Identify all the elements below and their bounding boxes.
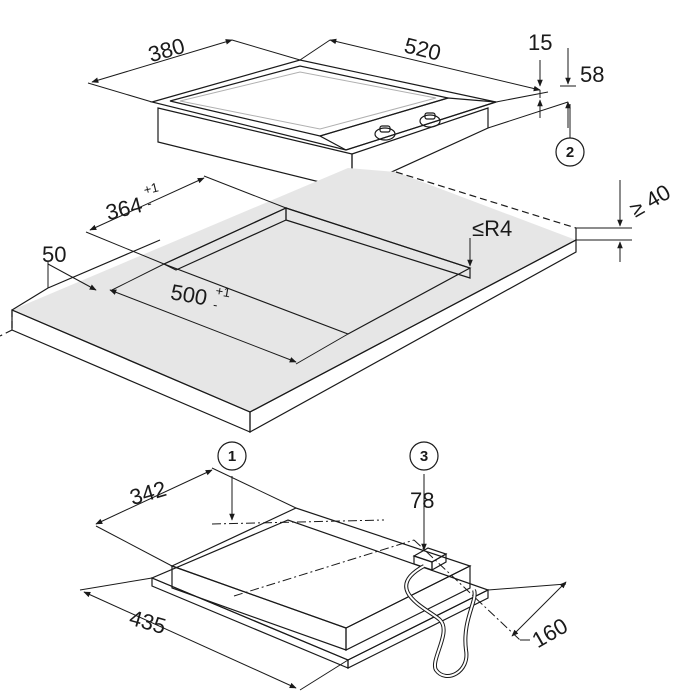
hob-glass-surface	[169, 65, 449, 137]
worktop-side-edge	[249, 239, 577, 434]
cutout-width-label: 364	[103, 192, 145, 225]
connection-dim-label: 78	[410, 488, 434, 513]
callout-1-label: 1	[228, 448, 236, 465]
worktop-thickness-label: ≥ 40	[625, 179, 674, 222]
hob-control-strip	[318, 97, 497, 151]
hob-appliance	[149, 59, 499, 191]
cutout-depth-tol-minus: -	[212, 297, 219, 313]
hob-total-height-label: 58	[580, 62, 604, 87]
hob-depth-label: 520	[402, 33, 444, 66]
cutout-dimensions: 364 +1 - 50 500 +1 - ≤R4 ≥ 40	[42, 175, 675, 365]
cutout-width-tol-minus: -	[145, 196, 153, 212]
unit-base-plate	[150, 519, 490, 661]
corner-radius-label: ≤R4	[472, 216, 512, 241]
front-margin-label: 50	[42, 242, 66, 267]
callout-2-label: 2	[566, 144, 574, 161]
unit-depth-label: 342	[127, 476, 169, 510]
unit-dimensions: 1 342 435 3 78 160	[79, 441, 572, 691]
hob-frame-height-label: 15	[528, 30, 552, 55]
unit-body-front	[171, 565, 347, 651]
knob-right-icon	[419, 112, 441, 128]
connection-box-icon	[412, 547, 448, 572]
callout-3-label: 3	[420, 448, 428, 465]
callout-2: 2	[555, 137, 585, 167]
worktop-surface	[12, 168, 576, 412]
callout-3: 3	[409, 441, 439, 471]
callout-1: 1	[217, 441, 247, 471]
cutout-width-tol: +1	[142, 179, 160, 197]
cutout-depth-tol: +1	[214, 283, 231, 300]
hob-glass-inner	[179, 71, 437, 130]
hob-width-label: 380	[145, 33, 187, 67]
hob-frame	[149, 59, 499, 151]
unit-width-label: 435	[127, 605, 169, 639]
cutout-wall-left	[162, 207, 287, 271]
knob-left-icon	[374, 125, 396, 141]
worktop	[0, 168, 577, 434]
installation-unit	[150, 507, 521, 678]
unit-side-label: 160	[528, 613, 572, 653]
